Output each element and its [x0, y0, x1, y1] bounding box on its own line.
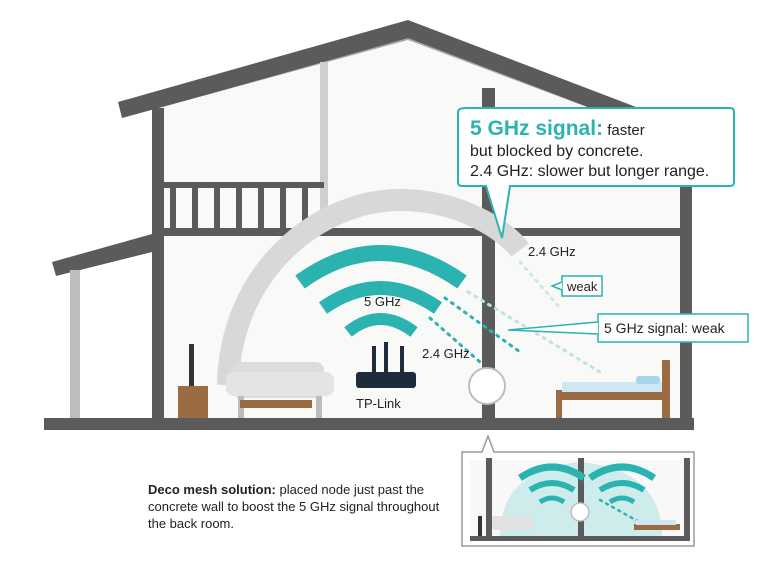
callout-line2: but blocked by concrete. [470, 142, 732, 162]
label-5ghz: 5 GHz [364, 294, 401, 309]
label-5ghz-weak: 5 GHz signal: weak [604, 320, 725, 336]
upper-floor [152, 228, 692, 236]
callout-line3: 2.4 GHz: slower but longer range. [470, 162, 732, 182]
inset-scene [462, 436, 694, 546]
mesh-node-icon [469, 368, 505, 404]
label-24ghz-far: 2.4 GHz [528, 244, 576, 259]
ground-floor [44, 418, 694, 430]
annex-roof [52, 234, 152, 276]
left-wall [152, 108, 164, 420]
router-brand-label: TP-Link [356, 396, 401, 411]
note-bold: Deco mesh solution: [148, 482, 276, 497]
callout-line1-rest: faster [607, 122, 645, 139]
label-24ghz-router: 2.4 GHz [422, 346, 470, 361]
attic-post [320, 62, 328, 230]
annex-post [70, 270, 80, 420]
mesh-solution-note: Deco mesh solution: placed node just pas… [148, 482, 448, 533]
label-weak: weak [567, 279, 597, 294]
callout-main: 5 GHz signal: faster but blocked by conc… [470, 116, 732, 182]
right-wall [680, 150, 692, 420]
callout-highlight: 5 GHz signal: [470, 117, 603, 140]
